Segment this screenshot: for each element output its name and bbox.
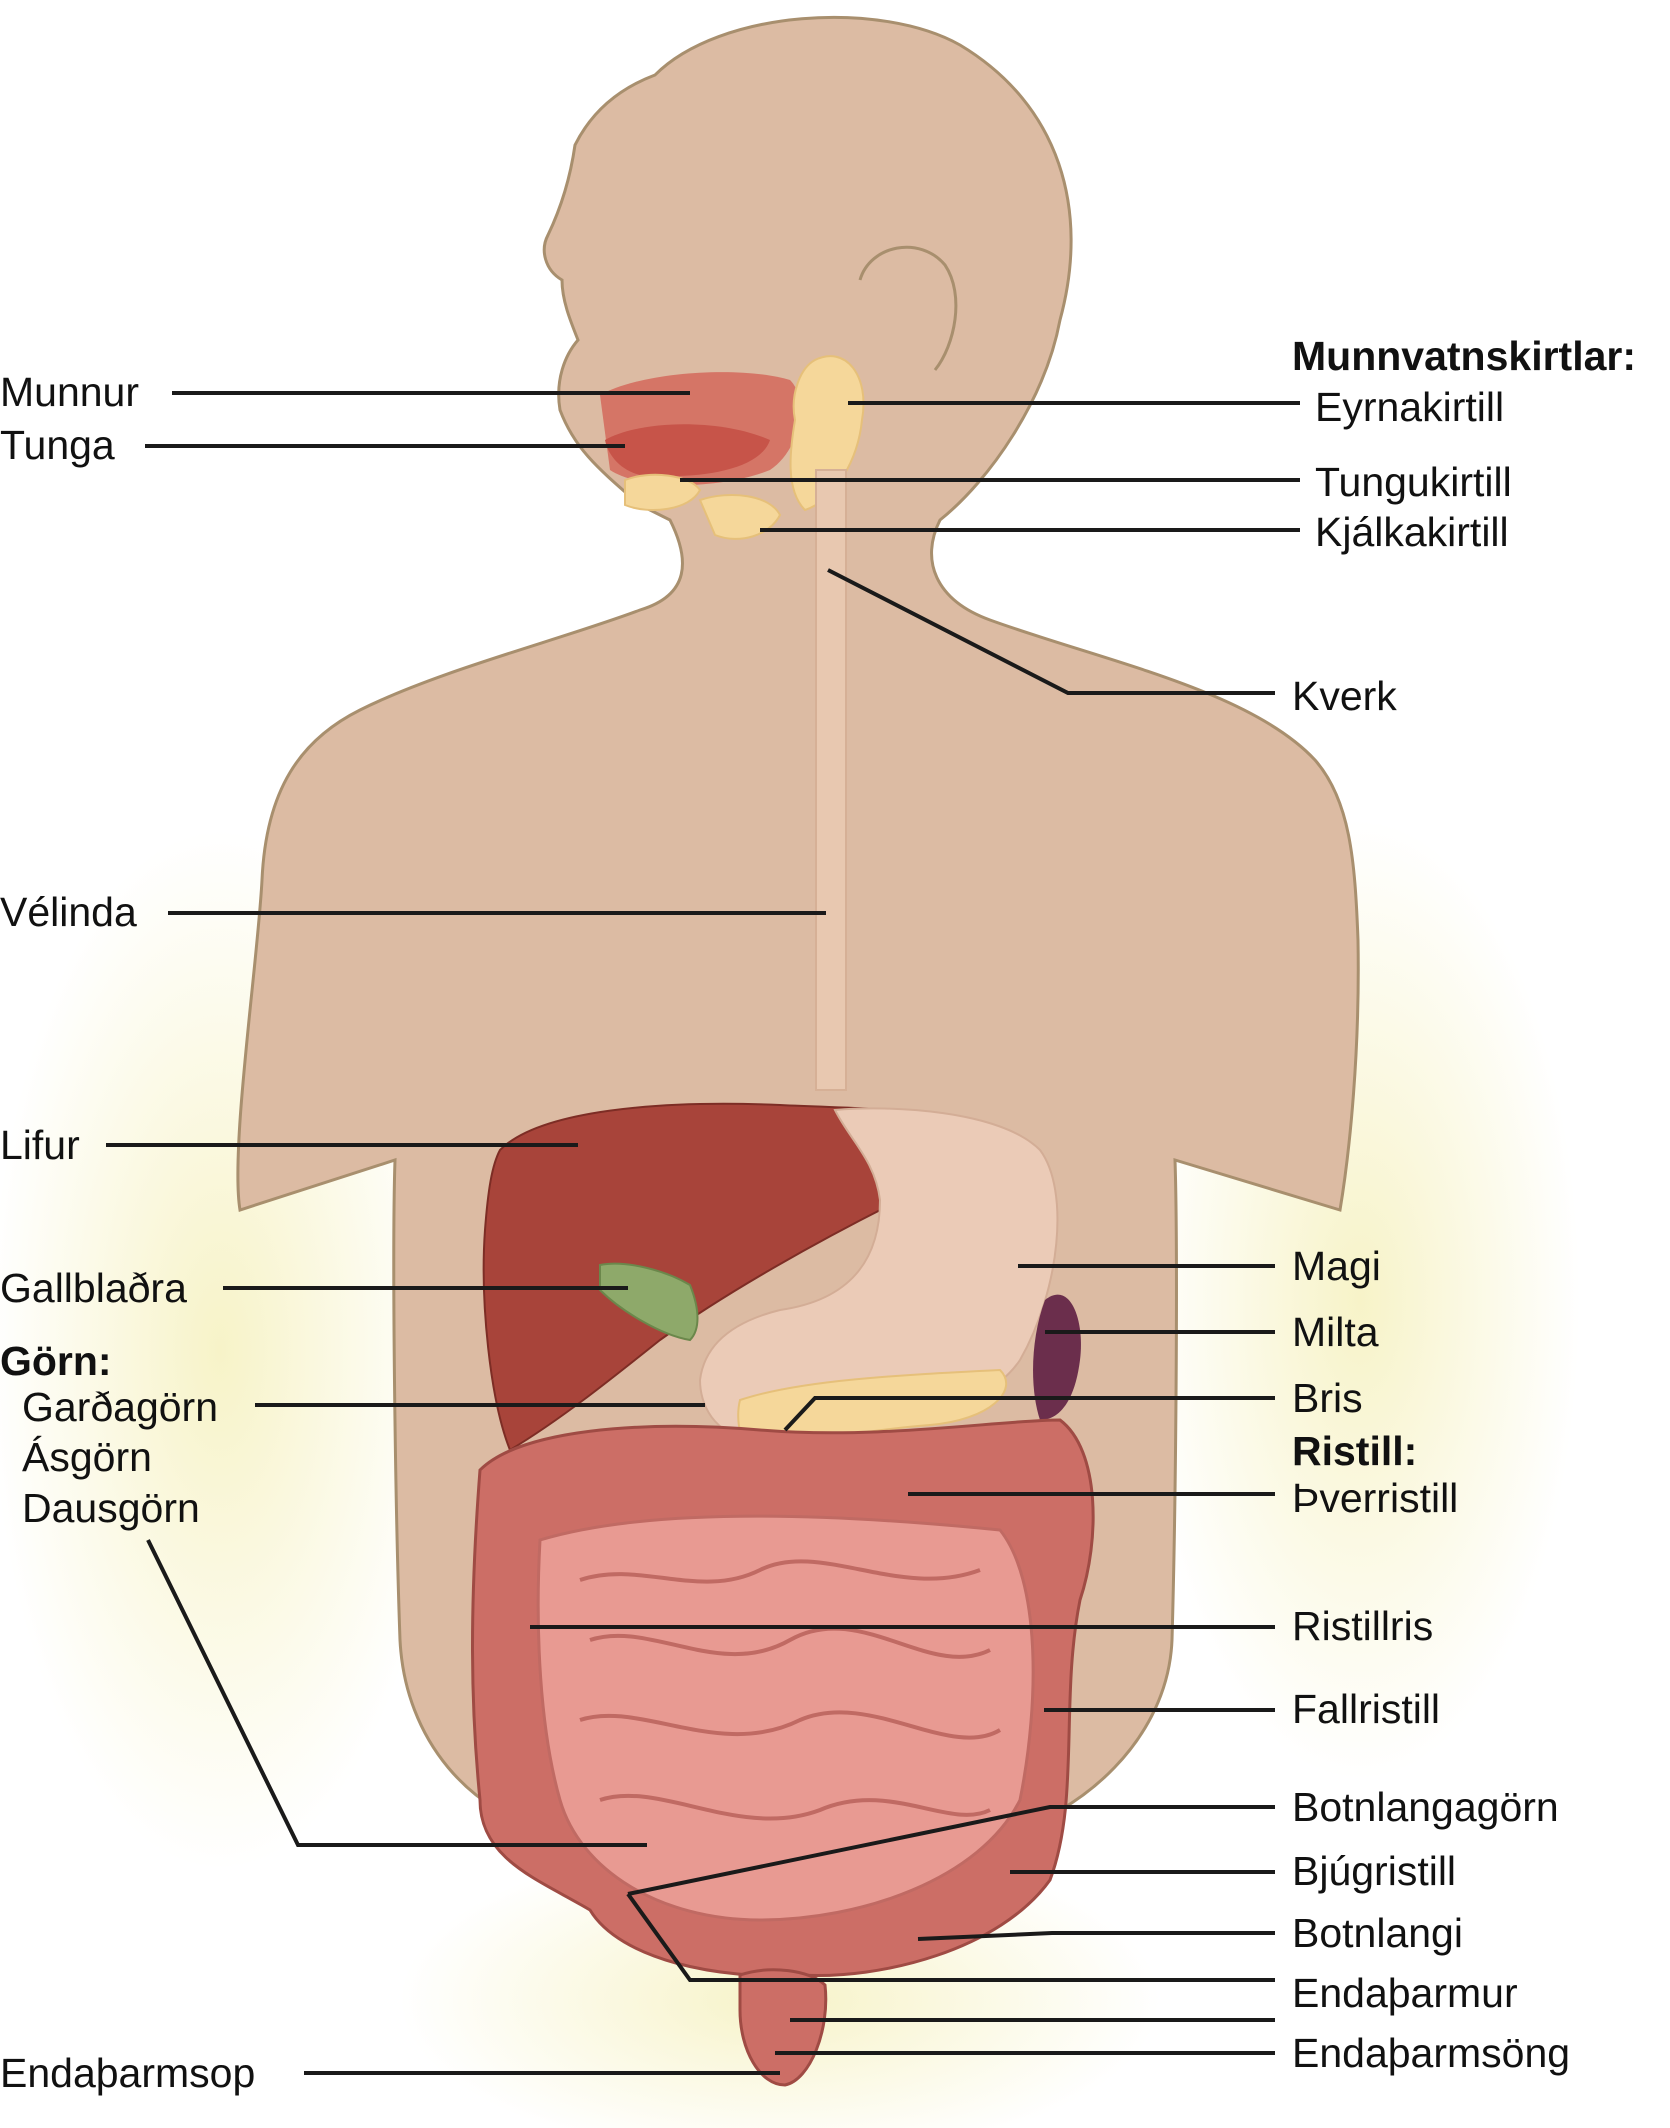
label-botnlangi: Botnlangi [1292,1910,1463,1956]
intestine-loops [579,1559,1002,1821]
label-gardagorn: Garðagörn [22,1384,219,1430]
label-eyrnakirtill: Eyrnakirtill [1315,384,1505,430]
label-fallristill: Fallristill [1292,1686,1441,1732]
label-kjalkakirtill: Kjálkakirtill [1315,509,1509,555]
rectum [738,1968,828,2087]
label-munnur: Munnur [0,369,140,415]
label-dausgorn: Dausgörn [22,1485,200,1531]
label-botnlangagorn: Botnlangagörn [1292,1784,1559,1830]
label-gorn: Görn: [0,1338,112,1384]
label-milta: Milta [1292,1309,1379,1355]
small-intestine [536,1514,1035,1922]
label-tunga: Tunga [0,422,115,468]
ear-outline [858,245,958,371]
sublingual-gland [624,473,702,511]
label-lifur: Lifur [0,1122,80,1168]
label-munnvatnskirtlar: Munnvatnskirtlar: [1292,333,1636,379]
label-gallbladra: Gallblaðra [0,1265,187,1311]
leader-lines [106,391,1300,2075]
label-tungukirtill: Tungukirtill [1315,459,1512,505]
esophagus [815,469,847,1091]
label-verristill: Þverristill [1292,1475,1459,1521]
label-magi: Magi [1292,1243,1381,1289]
label-bris: Bris [1292,1375,1363,1421]
label-kverk: Kverk [1292,673,1397,719]
label-endatharmur: Endaþarmur [1292,1970,1518,2016]
label-endatharmsong: Endaþarmsöng [1292,2030,1571,2076]
tongue-shape [605,424,770,477]
label-bjugristill: Bjúgristill [1292,1848,1457,1894]
spleen [1033,1294,1081,1420]
label-velinda: Vélinda [0,889,137,935]
label-ristill: Ristill: [1292,1428,1418,1474]
label-asgorn: Ásgörn [22,1434,152,1480]
gallbladder [599,1262,699,1342]
submandibular-gland [698,494,782,540]
label-ristillris: Ristillris [1292,1603,1434,1649]
label-endatharmsop: Endaþarmsop [0,2050,256,2096]
